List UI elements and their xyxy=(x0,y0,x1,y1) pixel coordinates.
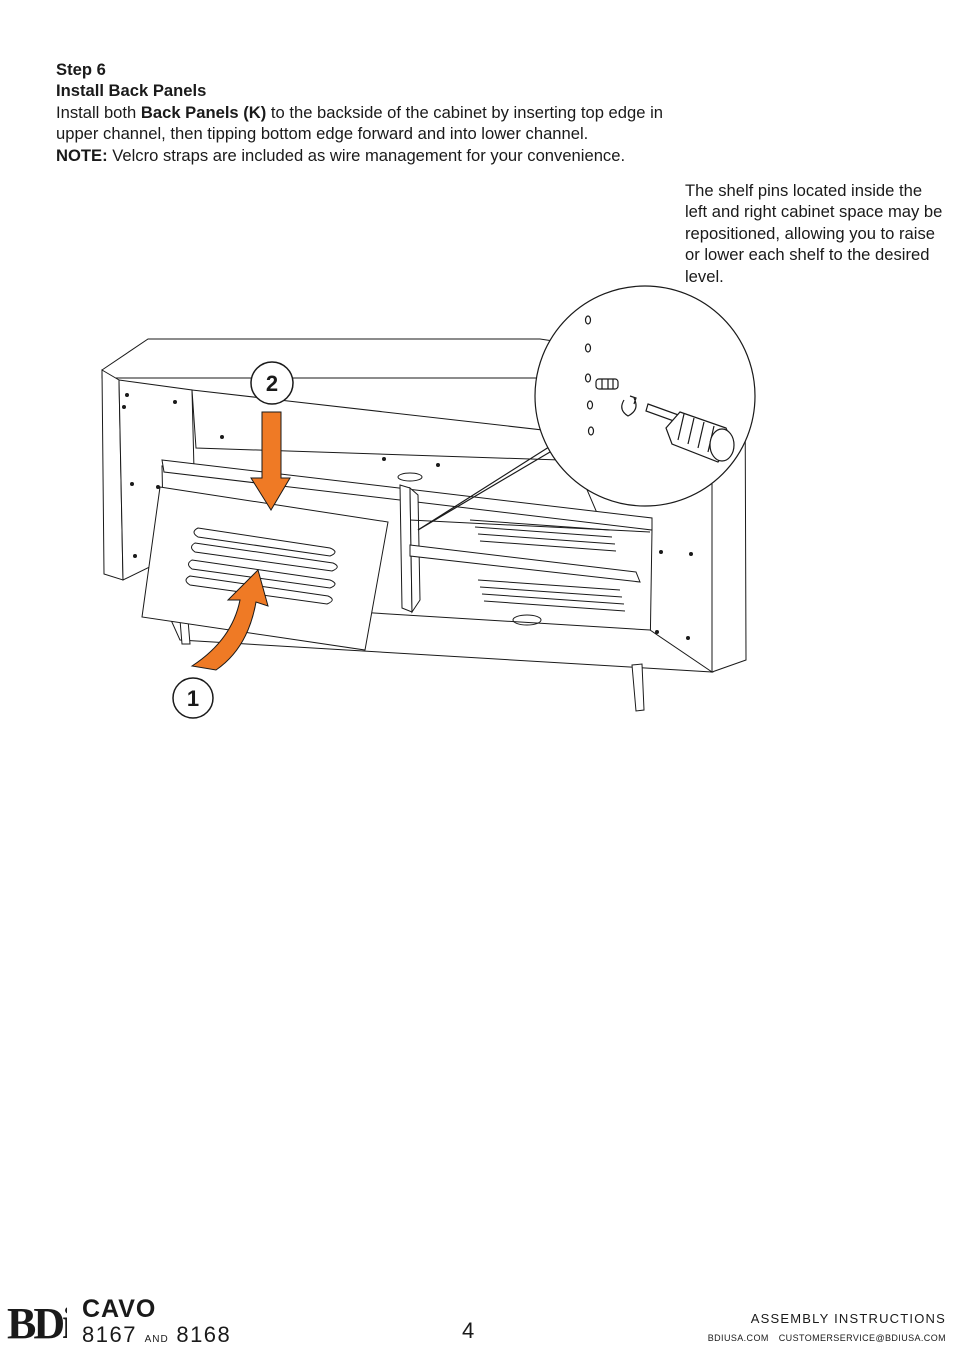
model-and: AND xyxy=(144,1334,169,1345)
part-name: Back Panels (K) xyxy=(140,102,267,122)
note-label: NOTE: xyxy=(56,145,108,165)
screwdriver-icon xyxy=(645,403,735,463)
shelf xyxy=(409,544,641,583)
badge-2-label: 2 xyxy=(266,371,278,396)
bdi-logo-text: BDi xyxy=(7,1299,67,1342)
shelf-pin-icon xyxy=(595,378,619,390)
cabinet-back-wall xyxy=(191,389,561,461)
bdi-logo: BDi xyxy=(7,1299,67,1342)
panel-slots-right xyxy=(469,519,626,612)
body-suffix: to the backside of the cabinet by insert… xyxy=(56,102,663,144)
step-title: Install Back Panels xyxy=(56,81,207,101)
back-panel xyxy=(141,486,389,651)
note-text: Velcro straps are included as wire manag… xyxy=(107,145,626,165)
document-type: ASSEMBLY INSTRUCTIONS xyxy=(750,1311,946,1326)
note: NOTE: Velcro straps are included as wire… xyxy=(56,145,681,166)
grommet-hole-top xyxy=(397,472,423,482)
panel-slots-left xyxy=(185,527,338,605)
website-link[interactable]: BDIUSA.COM xyxy=(707,1333,769,1343)
leg-right xyxy=(631,663,645,712)
model-b: 8168 xyxy=(176,1322,232,1347)
step-instructions: Step 6 Install Back Panels Install both … xyxy=(56,59,681,166)
email-link[interactable]: CUSTOMERSERVICE@BDIUSA.COM xyxy=(778,1333,946,1343)
body-prefix: Install both xyxy=(56,102,141,122)
step-body: Install both Back Panels (K) to the back… xyxy=(56,102,681,145)
badge-1 xyxy=(172,677,214,719)
callout-badges: 2 1 xyxy=(172,361,294,719)
shelf-pin-note: The shelf pins located inside the left a… xyxy=(685,181,943,286)
install-arrows xyxy=(190,411,291,671)
step-label: Step 6 xyxy=(56,60,106,79)
magnifier-circle xyxy=(534,285,756,507)
model-numbers: 8167 AND 8168 xyxy=(82,1322,231,1353)
grommet-hole xyxy=(512,614,542,626)
callout-leader-a xyxy=(417,439,561,531)
rotate-arrow-icon xyxy=(621,395,637,417)
badge-1-label: 1 xyxy=(187,686,199,711)
page-number: 4 xyxy=(462,1318,475,1343)
shelf-pin-detail xyxy=(417,285,756,531)
contact-line: BDIUSA.COM CUSTOMERSERVICE@BDIUSA.COM xyxy=(708,1333,946,1344)
model-a: 8167 xyxy=(82,1322,137,1347)
tip-forward-arrow xyxy=(190,569,269,671)
brand-name: CAVO xyxy=(82,1295,157,1323)
down-arrow xyxy=(250,411,291,511)
screw-marks xyxy=(122,393,693,640)
callout-leader-b xyxy=(417,451,551,531)
badge-2 xyxy=(250,361,294,405)
